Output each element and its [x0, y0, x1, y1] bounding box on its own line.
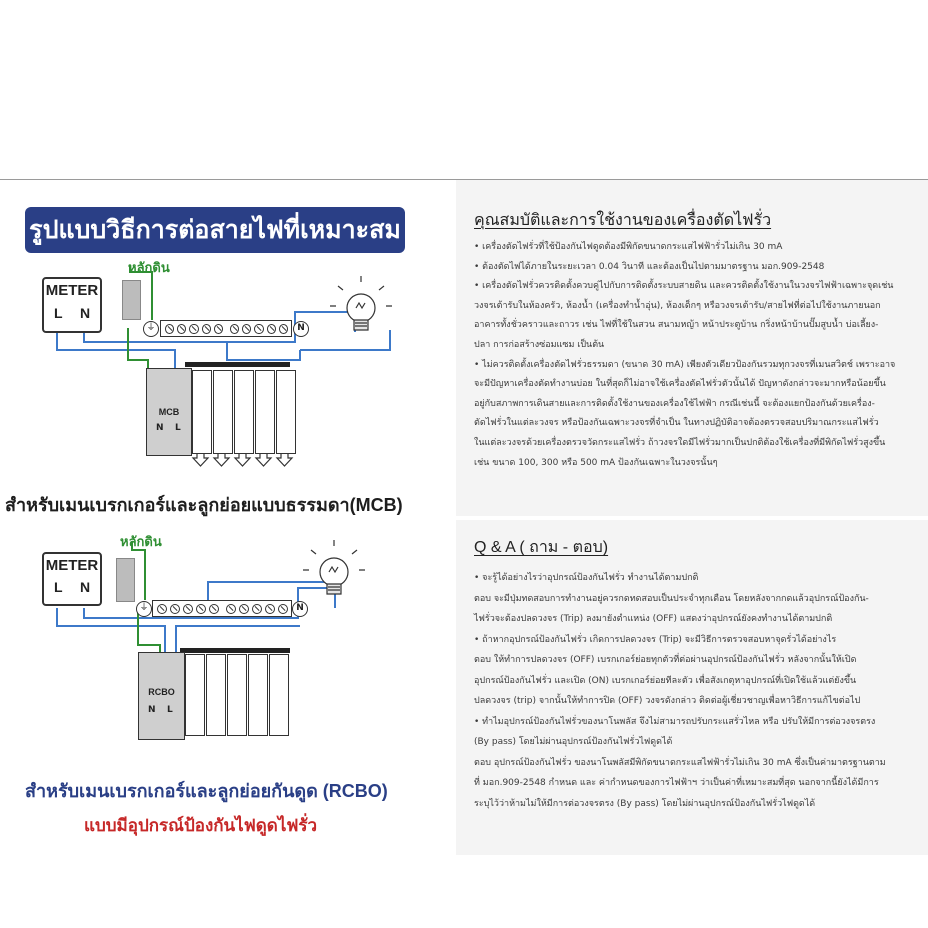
meter-title: METER	[45, 282, 99, 299]
breaker-n-label: N	[156, 423, 164, 433]
text-line: ระบุไว้ว่าห้ามไม่ให้มีการต่อวงจรตรง (By …	[474, 798, 816, 809]
text-line: ตอบ อุปกรณ์ป้องกันไฟรั่ว ของนาโนพลัสมีพิ…	[474, 757, 886, 768]
caption-rcbo: สำหรับเมนเบรกเกอร์และลูกย่อยกันดูด (RCBO…	[25, 781, 388, 801]
diagram-title-banner: รูปแบบวิธีการต่อสายไฟที่เหมาะสม	[25, 207, 405, 253]
text-line: • เครื่องตัดไฟรั่วควรติดตั้งควบคู่ไปกับก…	[474, 281, 894, 292]
text-line: วงจรเต้ารับในห้องครัว, ห้องน้ำ (เครื่องท…	[474, 300, 881, 311]
text-line: • ต้องตัดไฟได้ภายในระยะเวลา 0.04 วินาที …	[474, 261, 825, 272]
text-line: • ทำไมอุปกรณ์ป้องกันไฟรั่วของนาโนพลัส จึ…	[474, 716, 876, 727]
branch-breaker	[192, 370, 212, 454]
qa-panel: Q & A ( ถาม - ตอบ) • จะรู้ได้อย่างไรว่าอ…	[456, 520, 928, 855]
text-line: ตอบ ให้ทำการปลดวงจร (OFF) เบรกเกอร์ย่อยท…	[474, 655, 857, 665]
properties-panel: คุณสมบัติและการใช้งานของเครื่องตัดไฟรั่ว…	[456, 180, 928, 516]
breaker-label: RCBO	[148, 687, 175, 697]
qa-title: Q & A ( ถาม - ตอบ)	[474, 539, 609, 556]
text-line: • เครื่องตัดไฟรั่วที่ใช้ป้องกันไฟดูดต้อง…	[474, 242, 783, 252]
text-line: • ถ้าหากอุปกรณ์ป้องกันไฟรั่ว เกิดการปลดว…	[474, 634, 837, 645]
breaker-l-label: L	[167, 705, 173, 715]
ground-symbol-icon: ⏚	[143, 321, 159, 337]
text-line: ที่ มอก.909-2548 กำหนด และ ค่ากำหนดของกา…	[474, 778, 879, 788]
rcbo-breaker: RCBO N L	[138, 652, 185, 740]
meter-l-label: L	[54, 579, 63, 595]
ground-rod-label: หลักดิน	[128, 260, 170, 275]
branch-breaker	[213, 370, 233, 454]
branch-breaker	[185, 654, 205, 736]
qa-text: • จะรู้ได้อย่างไรว่าอุปกรณ์ป้องกันไฟรั่ว…	[474, 568, 922, 814]
breaker-n-label: N	[148, 705, 156, 715]
busbar-2	[180, 648, 290, 653]
meter-box-2: METER L N	[42, 552, 102, 606]
ground-wire	[129, 265, 153, 320]
text-line: จะมีปัญหาเครื่องตัดทำงานบ่อย ในที่สุดก็ไ…	[474, 379, 886, 390]
meter-box-1: METER L N	[42, 277, 102, 333]
neutral-symbol: N	[293, 321, 309, 337]
meter-title: METER	[45, 557, 99, 574]
terminal-bar-2	[152, 600, 292, 617]
text-line: อาคารทั้งชั่วคราวและถาวร เช่น ไฟที่ใช้ใน…	[474, 320, 879, 331]
branch-breaker	[269, 654, 289, 736]
text-line: ตัดไฟรั่วในแต่ละวงจร หรือป้องกันเฉพาะวงจ…	[474, 418, 879, 429]
ground-rod-label: หลักดิน	[120, 534, 162, 549]
wire-meter-l	[56, 328, 176, 373]
caption-rcbo-warning: แบบมีอุปกรณ์ป้องกันไฟดูดไฟรั่ว	[84, 816, 318, 835]
neutral-symbol: N	[292, 601, 308, 617]
meter-n-label: N	[80, 305, 91, 321]
terminal-bar-1	[160, 320, 292, 337]
properties-title: คุณสมบัติและการใช้งานของเครื่องตัดไฟรั่ว	[474, 212, 772, 229]
ground-symbol-icon: ⏚	[136, 601, 152, 617]
lamp-icon-2	[303, 540, 365, 595]
meter-l-label: L	[54, 305, 63, 321]
breaker-label: MCB	[158, 407, 180, 417]
branch-breaker	[227, 654, 247, 736]
text-line: เช่น ขนาด 100, 300 หรือ 500 mA ป้องกันเฉ…	[474, 457, 718, 468]
top-divider	[0, 179, 928, 180]
branch-breaker	[234, 370, 254, 454]
output-arrows-1	[191, 451, 294, 467]
branch-breaker	[255, 370, 275, 454]
text-line: ตอบ จะมีปุ่มทดสอบการทำงานอยู่ควรกดทดสอบเ…	[474, 593, 869, 604]
text-line: ไฟรั่วจะต้องปลดวงจร (Trip) ลงมายังตำแหน่…	[474, 614, 833, 624]
ground-rod-1	[122, 280, 141, 320]
text-line: ปลดวงจร (trip) จากนั้นให้ทำการปิด (OFF) …	[474, 696, 861, 706]
breaker-l-label: L	[175, 423, 181, 433]
busbar-1	[185, 362, 290, 367]
mcb-breaker: MCB N L	[146, 368, 192, 456]
properties-text: • เครื่องตัดไฟรั่วที่ใช้ป้องกันไฟดูดต้อง…	[474, 238, 922, 473]
text-line: • ไม่ควรติดตั้งเครื่องตัดไฟรั่วธรรมดา (ข…	[474, 359, 896, 370]
text-line: • จะรู้ได้อย่างไรว่าอุปกรณ์ป้องกันไฟรั่ว…	[474, 573, 699, 583]
text-line: ปลา การก่อสร้างซ่อมแซม เป็นต้น	[474, 339, 605, 350]
lamp-icon-1	[330, 276, 392, 331]
branch-breaker	[276, 370, 296, 454]
branch-breaker	[248, 654, 268, 736]
ground-rod-2	[116, 558, 135, 602]
caption-mcb: สำหรับเมนเบรกเกอร์และลูกย่อยแบบธรรมดา(MC…	[5, 495, 403, 515]
meter-n-label: N	[80, 579, 91, 595]
text-line: ในแต่ละวงจรด้วยเครื่องตรวจวัดกระแสไฟรั่ว…	[474, 437, 886, 448]
text-line: (By pass) โดยไม่ผ่านอุปกรณ์ป้องกันไฟรั่ว…	[474, 737, 673, 747]
branch-breaker	[206, 654, 226, 736]
text-line: อุปกรณ์ป้องกันไฟรั่ว และเปิด (ON) เบรกเก…	[474, 675, 857, 686]
text-line: อยู่กับสภาพการเดินสายและการติดตั้งใช้งาน…	[474, 398, 875, 409]
